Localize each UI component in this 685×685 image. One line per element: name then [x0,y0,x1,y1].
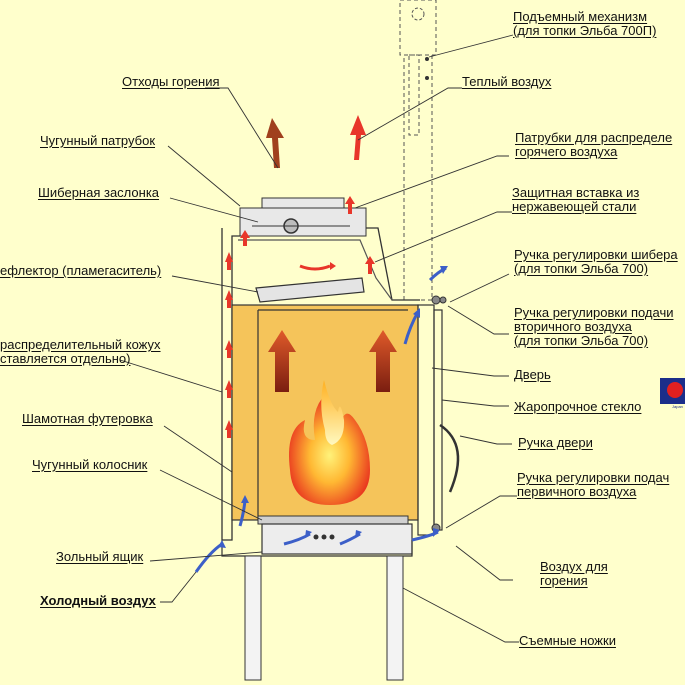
waste-arrow [266,118,284,168]
label-lifting-mechanism: Подъемный механизм(для топки Эльба 700П) [513,9,657,38]
label-door-handle: Ручка двери [518,435,593,450]
door-frame [417,304,443,536]
label-fireclay: Шамотная футеровка [22,411,153,426]
label-legs: Съемные ножки [519,633,616,648]
label-warm-air: Теплый воздух [462,74,552,89]
smoke-arrow-right [369,330,397,392]
flame [289,380,370,505]
hot-air-arrows-top [240,196,375,274]
cast-grate [257,515,409,525]
label-door: Дверь [514,367,551,382]
smoke-arrow-left [268,330,296,392]
leader-lines [119,34,519,643]
label-damper: Шиберная заслонка [38,185,160,200]
steel-insert [238,239,393,301]
label-waste: Отходы горения [122,74,220,89]
label-cast-pipe: Чугунный патрубок [40,133,156,148]
distribution-casing [221,227,420,541]
warm-air-arrow [350,115,366,160]
label-grate: Чугунный колосник [32,457,148,472]
brand-logo: Japan [660,378,685,409]
label-cold-air: Холодный воздух [40,593,156,608]
hot-air-arrows-left [225,252,233,438]
fireclay-lining [257,309,408,520]
deflector-swirl-arrow [299,264,331,271]
label-ash-box: Зольный ящик [56,549,144,564]
lifting-mechanism [399,0,437,301]
svg-text:Japan: Japan [672,404,683,409]
ash-box [261,523,413,555]
label-damper-handle: Ручка регулировки шибера(для топки Эльба… [514,247,678,276]
deflector [255,277,365,303]
removable-legs [244,555,404,681]
label-deflector: ефлектор (пламегаситель) [0,263,162,278]
label-glass: Жаропрочное стекло [514,399,642,414]
cast-pipe [239,197,367,237]
lifting-pulley [411,7,425,21]
door-handle-shape [439,423,460,493]
